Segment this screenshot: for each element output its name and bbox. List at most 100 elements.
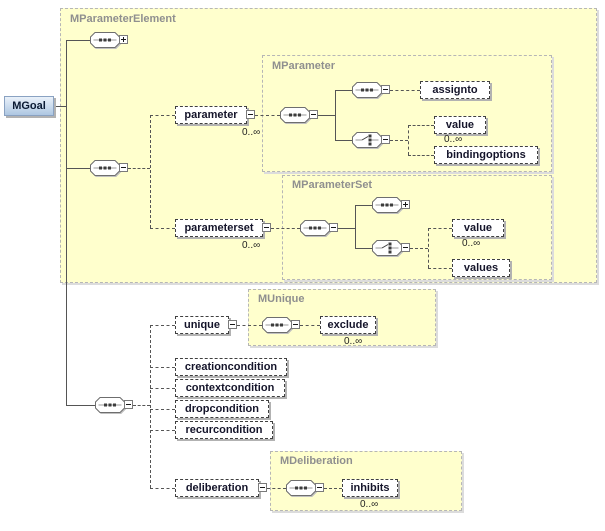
collapse-icon[interactable] bbox=[291, 320, 300, 329]
connector-line bbox=[150, 325, 151, 488]
connector-line bbox=[150, 430, 175, 431]
expand-icon[interactable] bbox=[119, 35, 128, 44]
element-label: unique bbox=[183, 319, 221, 331]
element-label: value bbox=[463, 222, 493, 234]
value-element[interactable]: value bbox=[452, 219, 504, 237]
sequence-icon[interactable] bbox=[372, 197, 402, 213]
contextcondition-element[interactable]: contextcondition bbox=[175, 379, 285, 397]
sequence-icon[interactable] bbox=[286, 480, 316, 496]
element-label: values bbox=[463, 262, 499, 274]
connector-line bbox=[267, 488, 286, 489]
connector-line bbox=[408, 125, 434, 126]
connector-line bbox=[410, 248, 428, 249]
element-label: creationcondition bbox=[184, 361, 278, 373]
expand-icon[interactable] bbox=[401, 200, 410, 209]
element-label: dropcondition bbox=[185, 403, 259, 415]
collapse-icon[interactable] bbox=[124, 400, 133, 409]
dropcondition-element[interactable]: dropcondition bbox=[175, 400, 269, 418]
choice-icon[interactable] bbox=[372, 240, 402, 256]
connector-line bbox=[128, 168, 150, 169]
collapse-icon[interactable] bbox=[309, 110, 318, 119]
deliberation-element[interactable]: deliberation bbox=[175, 479, 259, 497]
element-label: recurcondition bbox=[185, 424, 263, 436]
choice-icon[interactable] bbox=[352, 132, 382, 148]
connector-line bbox=[150, 115, 175, 116]
sequence-icon[interactable] bbox=[90, 160, 120, 176]
connector-line bbox=[338, 228, 355, 229]
element-label: contextcondition bbox=[185, 382, 275, 394]
sequence-icon[interactable] bbox=[95, 397, 125, 413]
connector-line bbox=[318, 115, 335, 116]
value-element[interactable]: value bbox=[434, 116, 486, 134]
collapse-icon[interactable] bbox=[262, 223, 271, 232]
sequence-icon[interactable] bbox=[90, 32, 120, 48]
occurs-label: 0..∞ bbox=[444, 134, 463, 145]
connector-line bbox=[335, 90, 352, 91]
element-label: deliberation bbox=[185, 482, 249, 494]
connector-line bbox=[390, 90, 420, 91]
connector-line bbox=[428, 228, 452, 229]
element-label: MGoal bbox=[12, 100, 46, 112]
connector-line bbox=[335, 140, 352, 141]
exclude-element[interactable]: exclude bbox=[320, 316, 376, 334]
occurs-label: 0..∞ bbox=[242, 240, 261, 251]
connector-line bbox=[133, 405, 150, 406]
occurs-label: 0..∞ bbox=[462, 238, 481, 249]
connector-line bbox=[66, 40, 90, 41]
creationcondition-element[interactable]: creationcondition bbox=[175, 358, 287, 376]
sequence-icon[interactable] bbox=[352, 82, 382, 98]
sequence-icon[interactable] bbox=[280, 107, 310, 123]
element-label: inhibits bbox=[350, 482, 390, 494]
connector-line bbox=[408, 125, 409, 155]
occurs-label: 0..∞ bbox=[360, 499, 379, 510]
connector-line bbox=[428, 228, 429, 268]
connector-line bbox=[66, 40, 67, 406]
container-label: MParameterSet bbox=[292, 179, 373, 191]
collapse-icon[interactable] bbox=[401, 243, 410, 252]
element-label: assignto bbox=[432, 84, 478, 96]
parameterset-element[interactable]: parameterset bbox=[175, 219, 263, 237]
element-label: parameter bbox=[184, 109, 238, 121]
collapse-icon[interactable] bbox=[246, 110, 255, 119]
container-label: MParameterElement bbox=[70, 13, 176, 25]
connector-line bbox=[390, 140, 408, 141]
connector-line bbox=[150, 388, 175, 389]
occurs-label: 0..∞ bbox=[242, 127, 261, 138]
unique-element[interactable]: unique bbox=[175, 316, 229, 334]
connector-line bbox=[355, 205, 356, 248]
assignto-element[interactable]: assignto bbox=[420, 81, 490, 99]
collapse-icon[interactable] bbox=[315, 483, 324, 492]
connector-line bbox=[355, 248, 372, 249]
bindingoptions-element[interactable]: bindingoptions bbox=[434, 146, 538, 164]
collapse-icon[interactable] bbox=[381, 85, 390, 94]
container-label: MDeliberation bbox=[280, 455, 353, 467]
connector-line bbox=[150, 488, 175, 489]
occurs-label: 0..∞ bbox=[344, 336, 363, 347]
collapse-icon[interactable] bbox=[119, 163, 128, 172]
collapse-icon[interactable] bbox=[228, 320, 237, 329]
collapse-icon[interactable] bbox=[329, 223, 338, 232]
connector-line bbox=[150, 367, 175, 368]
connector-line bbox=[237, 325, 262, 326]
container-label: MUnique bbox=[258, 293, 305, 305]
collapse-icon[interactable] bbox=[258, 483, 267, 492]
connector-line bbox=[150, 115, 151, 228]
inhibits-element[interactable]: inhibits bbox=[342, 479, 398, 497]
mgoal-element[interactable]: MGoal bbox=[4, 96, 54, 116]
sequence-icon[interactable] bbox=[262, 317, 292, 333]
parameter-element[interactable]: parameter bbox=[175, 106, 247, 124]
connector-line bbox=[271, 228, 300, 229]
connector-line bbox=[300, 325, 320, 326]
connector-line bbox=[150, 325, 175, 326]
connector-line bbox=[255, 115, 280, 116]
connector-line bbox=[408, 155, 434, 156]
connector-line bbox=[324, 488, 342, 489]
recurcondition-element[interactable]: recurcondition bbox=[175, 421, 273, 439]
sequence-icon[interactable] bbox=[300, 220, 330, 236]
connector-line bbox=[150, 409, 175, 410]
connector-line bbox=[54, 106, 66, 107]
container-label: MParameter bbox=[272, 60, 335, 72]
connector-line bbox=[335, 90, 336, 140]
collapse-icon[interactable] bbox=[381, 135, 390, 144]
values-element[interactable]: values bbox=[452, 259, 510, 277]
